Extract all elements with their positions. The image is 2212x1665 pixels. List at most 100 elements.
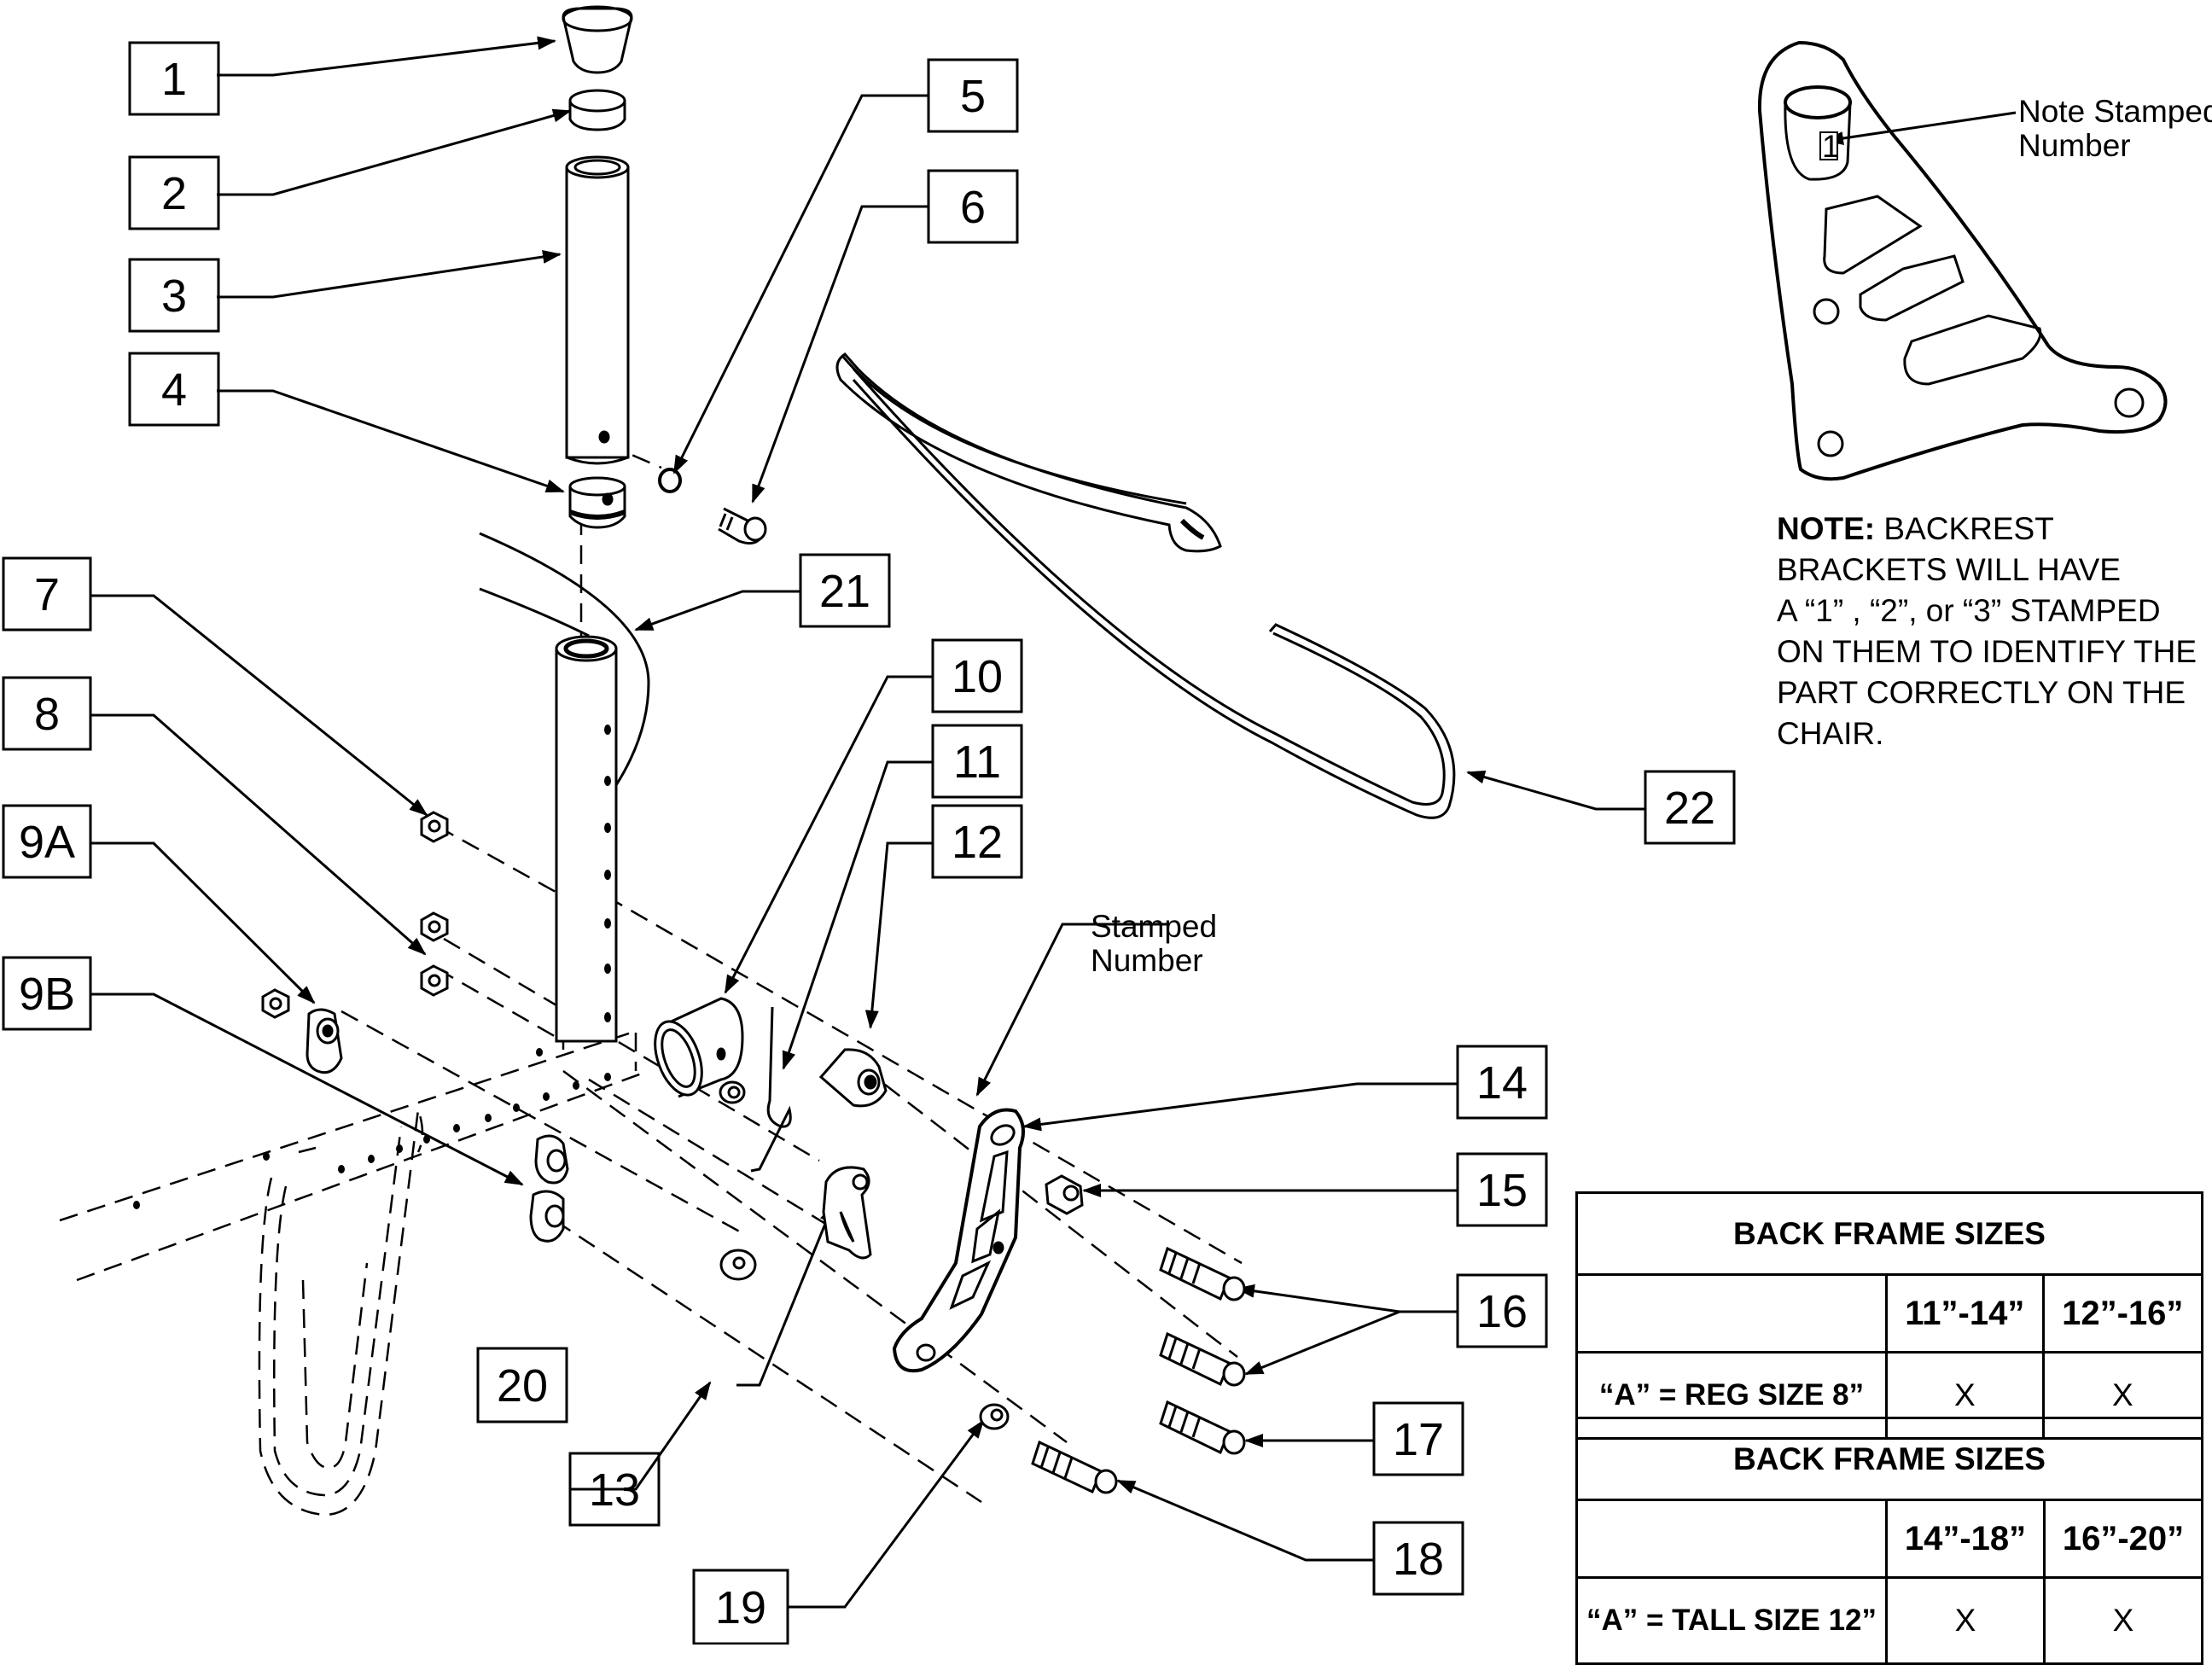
part-13-plate [822,1166,872,1260]
callout-label: 1 [161,54,187,105]
stamped-number-line1: Stamped [1091,909,1217,944]
callout-8: 8 [2,676,92,751]
callout-label: 5 [960,71,986,122]
callout-box [1456,1152,1548,1227]
callout-7: 7 [2,556,92,632]
callout-label: 17 [1393,1414,1444,1465]
table-title: BACK FRAME SIZES [1575,1191,2203,1276]
callout-box [927,58,1019,133]
leader-lines [90,36,2017,1609]
callout-box [1456,1045,1548,1120]
inset-stamp-digit: 1 [1822,129,1840,164]
main-post [555,647,618,1043]
callout-22: 22 [1644,770,1736,845]
part-8-nut-upper [420,911,449,942]
part-17-bolt [1159,1400,1246,1455]
callout-label: 7 [34,569,60,620]
part-11-clip [750,1006,792,1173]
callout-label: 6 [960,182,986,233]
callout-label: 9B [19,969,75,1020]
callout-box [1644,770,1736,845]
callout-label: 2 [161,168,187,219]
callout-box [1372,1401,1464,1476]
callout-box [931,804,1023,879]
callout-box [128,352,220,427]
callout-label: 14 [1476,1057,1528,1109]
callout-1: 1 [128,41,220,116]
callout-16: 16 [1456,1273,1548,1348]
note-line-6: CHAIR. [1777,716,1883,751]
callout-label: 18 [1393,1534,1444,1585]
parts [133,5,2168,1494]
svg-text:NOTE: BACKREST: NOTE: BACKREST [1777,511,2054,546]
part-20-washer [719,1249,757,1281]
callout-box [1456,1273,1548,1348]
callout-20: 20 [476,1347,568,1423]
callout-box [2,676,92,751]
callout-label: 21 [819,566,870,617]
part-16-bolt-upper [1159,1246,1246,1301]
part-21-cable [479,532,650,786]
callout-label: 3 [161,271,187,322]
callout-box [2,804,92,879]
table-mark: X [1885,1576,2046,1665]
callout-10: 10 [931,638,1023,713]
stamped-number-line2: Number [1091,943,1203,978]
note-line-2: BRACKETS WILL HAVE [1777,552,2121,587]
table-title: BACK FRAME SIZES [1575,1417,2203,1501]
callout-11: 11 [931,724,1023,799]
part-9a-nut [261,988,290,1019]
table-blank-cell [1575,1273,1888,1354]
callout-label: 22 [1664,783,1715,834]
table-size-col: 14”-18” [1885,1499,2046,1579]
note-bold-label: NOTE: [1777,511,1875,546]
table-size-col: 11”-14” [1885,1273,2045,1354]
callout-label: 12 [952,817,1003,868]
callout-box [931,724,1023,799]
callout-box [927,169,1019,244]
callout-box [799,553,891,628]
note-line-4: ON THEM TO IDENTIFY THE [1777,634,2197,669]
table-size-col: 16”-20” [2043,1499,2203,1579]
callout-12: 12 [931,804,1023,879]
note-line-5: PART CORRECTLY ON THE [1777,675,2186,710]
callout-18: 18 [1372,1521,1464,1596]
inset-note: NOTE: BACKREST BRACKETS WILL HAVE A “1” … [1777,511,2197,751]
callout-box [476,1347,568,1423]
callout-box [1372,1521,1464,1596]
callout-21: 21 [799,553,891,628]
callout-label: 11 [953,736,1001,788]
note-line-3: A “1” , “2”, or “3” STAMPED [1777,593,2161,628]
callout-14: 14 [1456,1045,1548,1120]
part-1-cap [562,7,633,74]
back-frame-table-reg: BACK FRAME SIZES 11”-14” 12”-16” “A” = R… [1575,1191,2204,1440]
inset-note-stamped-line1: Note Stamped [2018,94,2212,129]
part-3-tube [565,166,630,459]
callout-box [128,41,220,116]
callout-label: 8 [34,689,60,740]
callout-4: 4 [128,352,220,427]
inset-backrest-bracket [1757,40,2168,481]
table-row-label: “A” = TALL SIZE 12” [1575,1576,1888,1665]
part-19-nut [979,1403,1010,1430]
callout-19: 19 [692,1569,789,1645]
callout-6: 6 [927,169,1019,244]
callout-2: 2 [128,155,220,230]
callout-label: 15 [1476,1165,1528,1216]
callout-label: 16 [1476,1286,1528,1337]
callout-box [2,956,92,1031]
assembly-dashes [59,442,1243,1517]
table-mark: X [2043,1576,2203,1665]
callout-15: 15 [1456,1152,1548,1227]
note-line-1: BACKREST [1875,511,2054,546]
callout-17: 17 [1372,1401,1464,1476]
part-16-bolt-lower [1159,1331,1246,1387]
callout-label: 19 [715,1582,766,1633]
part-7-nut [420,811,449,843]
part-8-nut-lower [420,964,449,997]
part-18-bolt [1031,1440,1118,1494]
callout-label: 10 [952,651,1003,702]
callout-box [128,258,220,333]
